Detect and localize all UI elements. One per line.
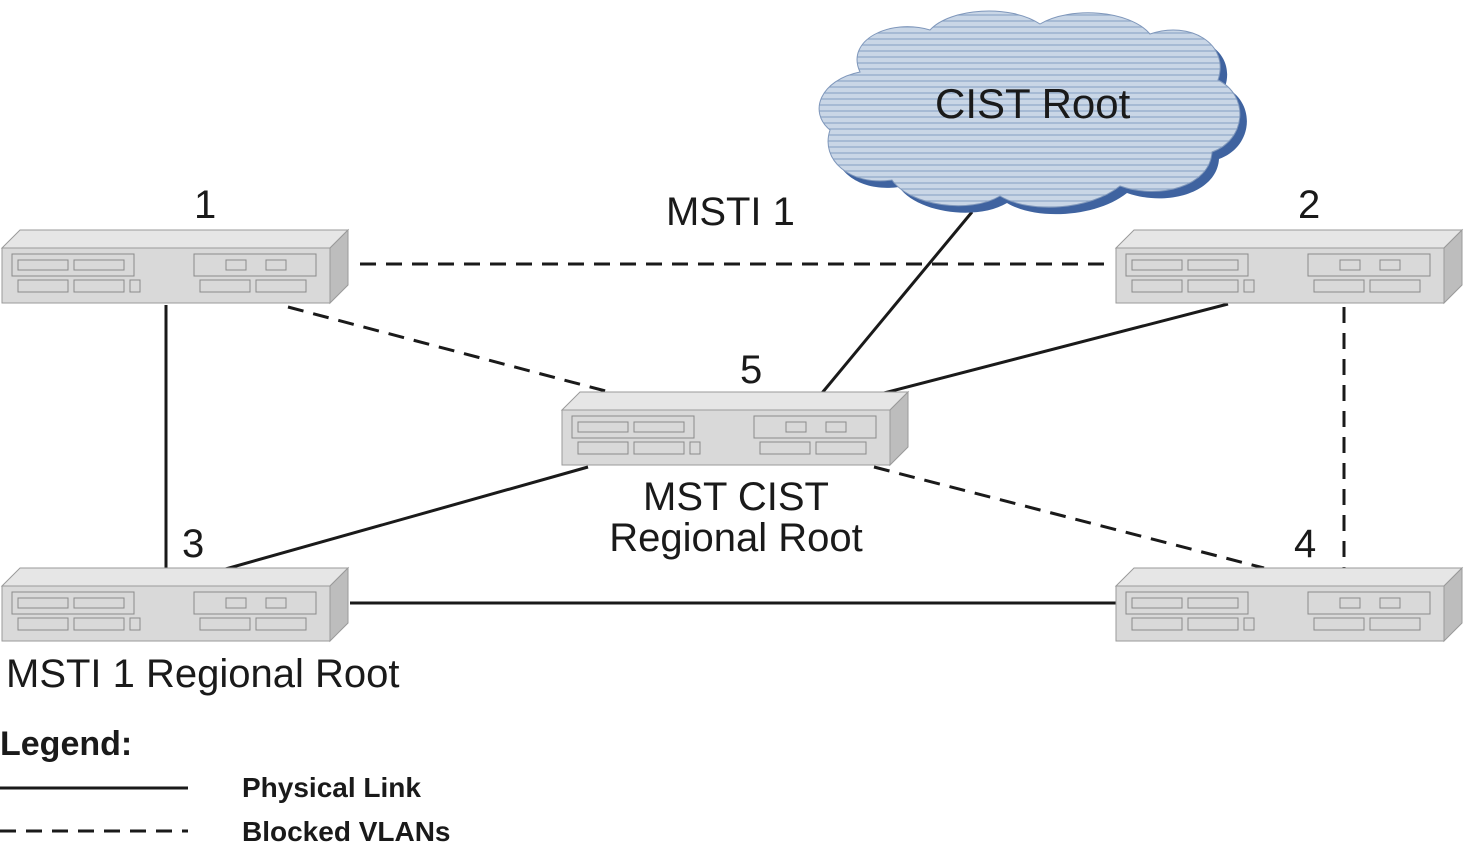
link-cloud-5-physical [820, 211, 974, 394]
link-1-5-blocked [287, 305, 633, 400]
switch-1-label: 1 [194, 183, 217, 227]
switch-3 [1, 567, 349, 642]
cist-regional-root-line2: Regional Root [609, 516, 863, 560]
switch-2-label: 2 [1298, 183, 1321, 227]
cist-regional-root-line1: MST CIST [643, 475, 829, 519]
msti1-label: MSTI 1 [666, 190, 795, 234]
switch-4-label: 4 [1294, 522, 1317, 566]
legend-solid-label: Physical Link [242, 772, 421, 803]
switch-1 [1, 229, 349, 304]
link-2-5-physical [883, 302, 1229, 395]
cist-root-label: CIST Root [935, 80, 1131, 127]
switch-4 [1115, 567, 1463, 642]
legend-dashed-label: Blocked VLANs [242, 816, 451, 847]
switch-5-label: 5 [740, 348, 763, 392]
switch-2 [1115, 229, 1463, 304]
legend-title: Legend: [0, 725, 133, 763]
link-5-4-blocked [873, 465, 1265, 570]
cist-root-cloud [818, 10, 1247, 215]
switch-5 [561, 391, 909, 466]
link-5-3-physical [221, 465, 589, 572]
switch-3-label: 3 [182, 522, 205, 566]
msti1-regional-root-label: MSTI 1 Regional Root [6, 652, 400, 696]
